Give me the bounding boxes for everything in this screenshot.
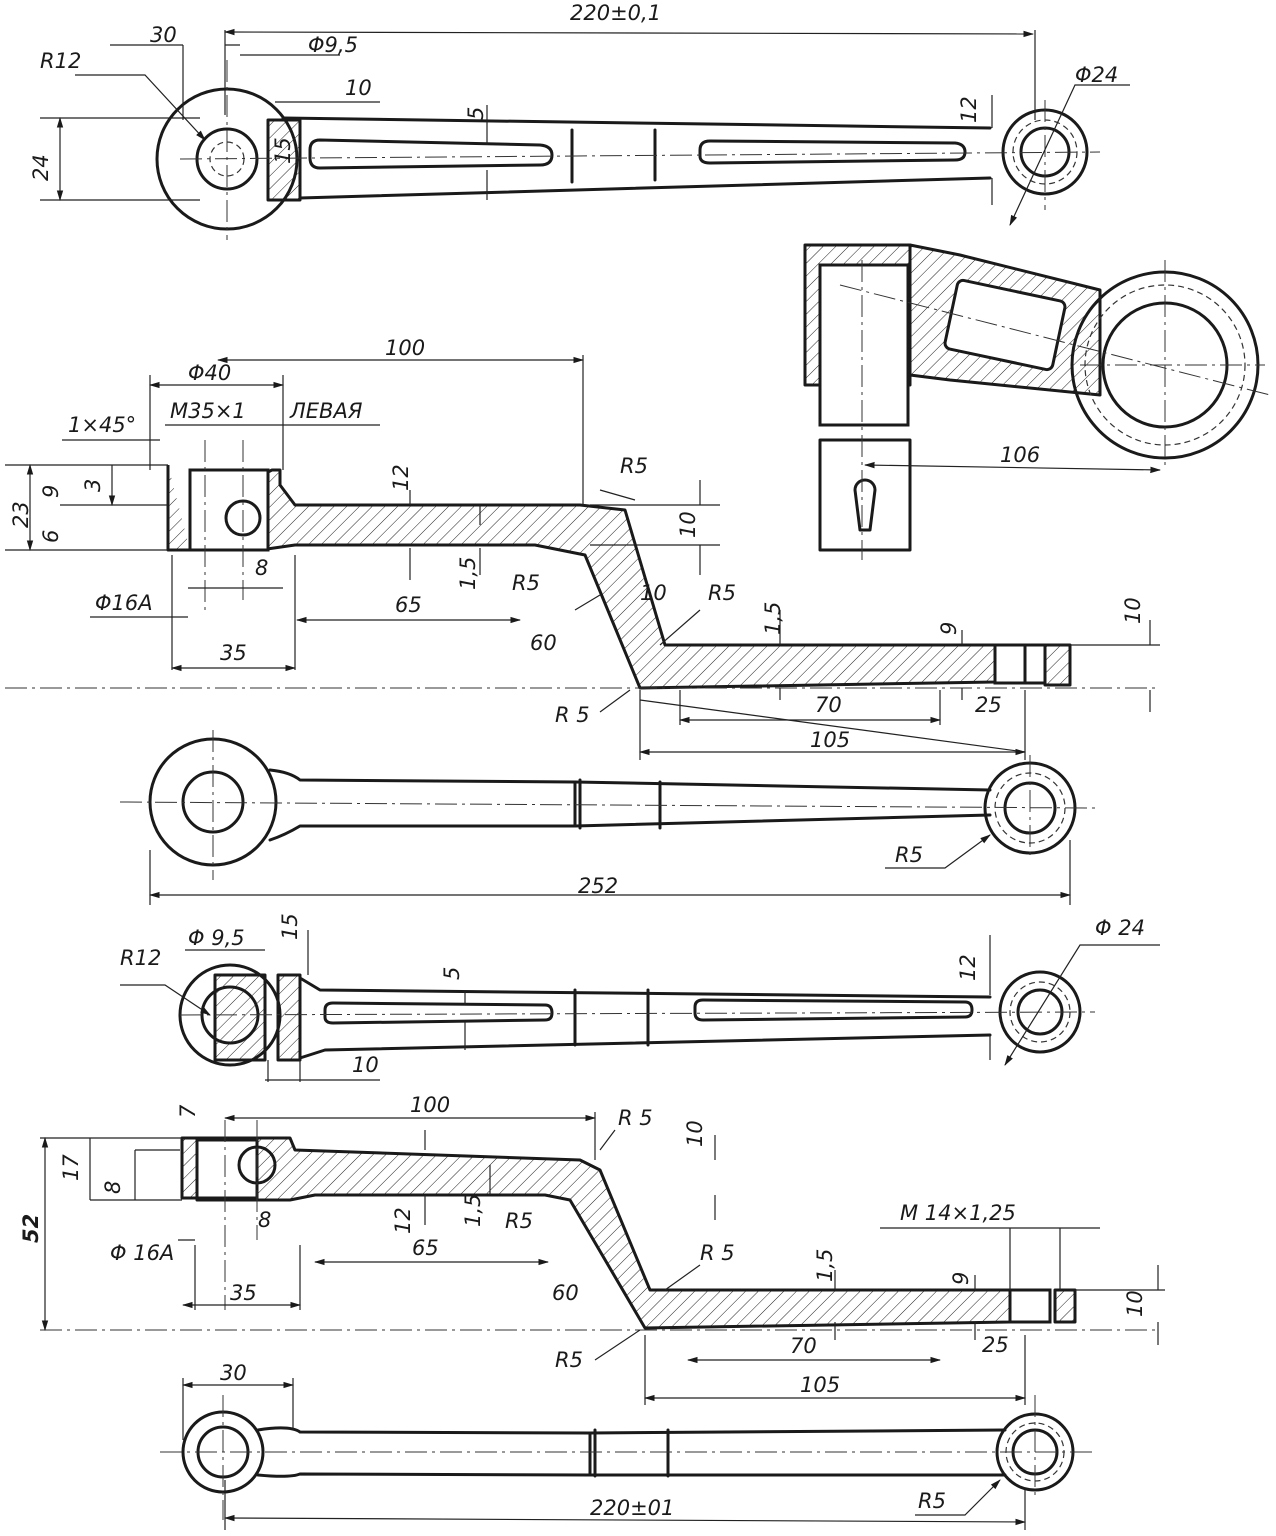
- dim-15-upper-b: 1,5: [761, 602, 785, 635]
- dim-10-lower: 10: [352, 1053, 379, 1077]
- dim-8-lower-b: 8: [258, 1208, 271, 1232]
- dim-60-lower: 60: [552, 1281, 579, 1305]
- dim-35-upper: 35: [220, 641, 247, 665]
- dim-23: 23: [9, 501, 33, 528]
- dim-phi24-lower: Φ 24: [1095, 916, 1145, 940]
- dim-r5-lower-2: R5: [505, 1209, 533, 1233]
- dim-100-upper: 100: [385, 336, 425, 360]
- dim-r5-middle: R5: [895, 843, 923, 867]
- dim-100-lower: 100: [410, 1093, 450, 1117]
- dim-m14: M 14×1,25: [900, 1201, 1016, 1225]
- dim-r5-upper-1: R5: [620, 454, 648, 478]
- dim-12-upper: 12: [389, 464, 413, 491]
- dim-15-upper: 1,5: [456, 557, 480, 590]
- dim-12-top: 12: [957, 96, 981, 123]
- dim-15-lower: 15: [278, 913, 302, 940]
- dim-52: 52: [19, 1214, 43, 1243]
- lower-lever-plan-view: [120, 930, 1160, 1082]
- dim-7: 7: [176, 1104, 200, 1118]
- dim-10-lower-c: 10: [1123, 1290, 1147, 1317]
- dim-10-upper-c: 10: [1121, 597, 1145, 624]
- dim-r12-lower: R12: [120, 946, 161, 970]
- dim-3: 3: [81, 479, 105, 492]
- dim-10-top: 10: [345, 76, 372, 100]
- dim-25-upper: 25: [975, 693, 1002, 717]
- dim-phi95-top: Φ9,5: [308, 33, 358, 57]
- dim-9-upper-b: 9: [937, 622, 961, 635]
- dim-chamfer: 1×45°: [68, 413, 136, 437]
- dim-phi16a-lower: Φ 16A: [110, 1241, 174, 1265]
- lower-section-view: [40, 1112, 1165, 1405]
- dim-105-upper: 105: [810, 728, 850, 752]
- dim-r5-upper-2: R5: [512, 571, 540, 595]
- dim-9-lower: 9: [949, 1272, 973, 1285]
- dim-252: 252: [578, 874, 618, 898]
- dim-70-lower: 70: [790, 1334, 817, 1358]
- dim-17: 17: [59, 1154, 83, 1181]
- dim-220-top: 220±0,1: [570, 1, 661, 25]
- upper-section-view: [5, 355, 1160, 760]
- dim-220-bottom: 220±01: [590, 1496, 674, 1520]
- dim-5-lower: 5: [440, 967, 464, 980]
- dim-r5-lower-3: R 5: [700, 1241, 735, 1265]
- dim-65-upper: 65: [395, 593, 422, 617]
- dim-9-upper: 9: [39, 485, 63, 498]
- dim-8-lower-a: 8: [101, 1181, 125, 1194]
- dim-70-upper: 70: [815, 693, 842, 717]
- dim-35-lower: 35: [230, 1281, 257, 1305]
- dim-r5-bottom: R5: [918, 1489, 946, 1513]
- dim-phi95-lower: Φ 9,5: [188, 926, 245, 950]
- dim-r5-lower-4: R5: [555, 1348, 583, 1372]
- dim-8-upper: 8: [255, 556, 268, 580]
- dim-60-upper: 60: [530, 631, 557, 655]
- dim-12-lower-b: 12: [391, 1207, 415, 1234]
- dim-12-lower: 12: [956, 954, 980, 981]
- dim-phi24-top: Φ24: [1075, 63, 1118, 87]
- dim-10-lower-a: 10: [683, 1120, 707, 1147]
- dim-r5-lower-1: R 5: [618, 1106, 653, 1130]
- dim-25-lower: 25: [982, 1333, 1009, 1357]
- dim-10-upper-a: 10: [676, 511, 700, 538]
- dim-106: 106: [1000, 443, 1040, 467]
- dim-phi16a-upper: Φ16A: [95, 591, 153, 615]
- label-levaya: ЛЕВАЯ: [289, 399, 363, 423]
- bottom-plan-view: [160, 1378, 1095, 1530]
- dim-65-lower: 65: [412, 1236, 439, 1260]
- dim-15-lower-c: 1,5: [813, 1249, 837, 1282]
- dim-105-lower: 105: [800, 1373, 840, 1397]
- dim-m35: M35×1: [170, 399, 246, 423]
- right-detail-view: [803, 243, 1271, 560]
- dim-r12-top: R12: [40, 49, 81, 73]
- dim-30-top: 30: [150, 23, 177, 47]
- dim-15-top: 15: [271, 137, 295, 164]
- dim-5-top: 5: [464, 107, 488, 120]
- middle-plan-view: [119, 730, 1096, 905]
- dim-24-top: 24: [29, 154, 53, 181]
- dim-30-bottom: 30: [220, 1361, 247, 1385]
- dim-r5-upper-3: R5: [708, 581, 736, 605]
- dim-phi40: Φ40: [188, 361, 231, 385]
- top-lever-plan-view: [40, 28, 1130, 240]
- dim-10-upper-b: 10: [640, 581, 667, 605]
- dim-15-lower-b: 1,5: [461, 1194, 485, 1227]
- dim-r5-upper-4: R 5: [555, 703, 590, 727]
- dim-6: 6: [39, 530, 63, 543]
